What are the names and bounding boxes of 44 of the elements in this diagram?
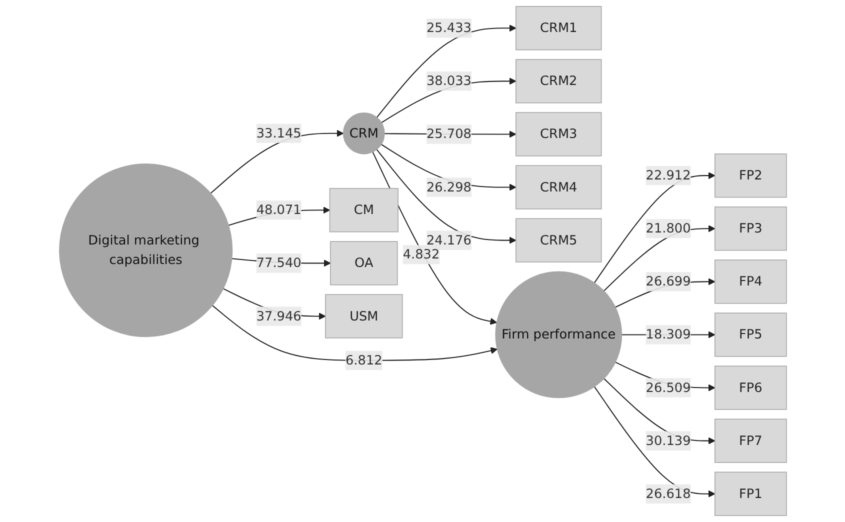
node-box: FP3 (714, 206, 786, 251)
node-circle: Firm performance (494, 271, 622, 398)
arrow (372, 152, 497, 325)
arrow (376, 149, 516, 244)
edge-label: 25.433 (426, 20, 472, 36)
arrow (603, 378, 715, 444)
edge-label: 77.540 (256, 255, 301, 270)
node-box: OA (330, 241, 398, 286)
edge-label: 26.618 (645, 486, 690, 502)
arrow (594, 386, 715, 498)
edge-label: 21.800 (645, 220, 690, 236)
node-box: CRM5 (515, 218, 602, 262)
arrow (376, 24, 516, 118)
edge-label: 33.145 (256, 125, 301, 141)
node-box: FP6 (714, 366, 786, 410)
node-box: CRM4 (515, 165, 602, 210)
node-box: FP4 (714, 260, 786, 304)
node-box: FP1 (714, 472, 786, 516)
edge-label: 37.946 (256, 308, 301, 324)
arrow (603, 225, 715, 292)
edge-label: 24.176 (426, 232, 472, 248)
edge-label: 22.912 (645, 168, 690, 183)
arrow (212, 305, 498, 361)
edge-label: 6.812 (345, 352, 382, 368)
edge-label: 25.708 (426, 126, 472, 142)
edge-label: 30.139 (645, 432, 690, 448)
edge-label: 48.071 (256, 202, 301, 218)
arrow (594, 172, 715, 284)
edge-label: 26.509 (645, 380, 690, 395)
node-circle: CRM (342, 112, 384, 154)
node-box: CRM3 (515, 112, 602, 156)
edge-label: 4.832 (402, 246, 440, 262)
node-box: USM (324, 294, 402, 338)
node-box: FP5 (714, 312, 786, 357)
node-box: CRM1 (515, 6, 602, 50)
node-box: CRM2 (515, 59, 602, 104)
node-circle: Digital marketing capabilities (58, 164, 232, 338)
edge-label: 26.298 (426, 179, 472, 194)
node-box: CM (328, 188, 398, 232)
edge-label: 38.033 (426, 73, 472, 88)
node-box: FP2 (714, 153, 786, 198)
node-box: FP7 (714, 418, 786, 463)
edge-label: 18.309 (645, 326, 690, 342)
edge-label: 26.699 (645, 274, 690, 289)
